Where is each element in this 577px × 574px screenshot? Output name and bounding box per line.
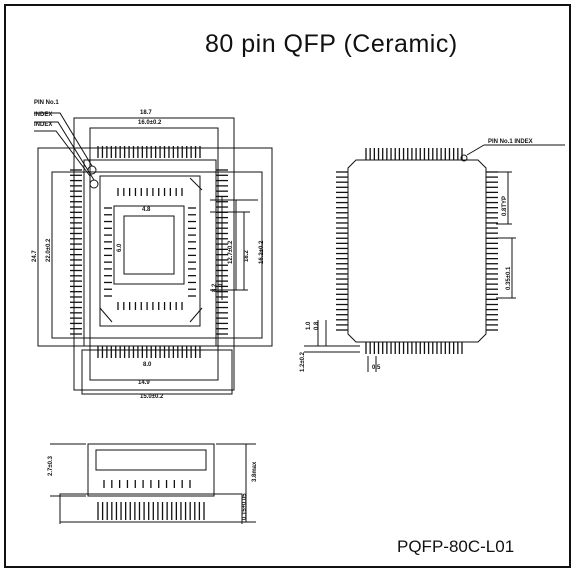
dim-bottom-c: 15.0±0.2 <box>140 394 164 400</box>
dim-frame-bottom <box>81 349 233 395</box>
dim-right-c: 16.2±0.2 <box>259 240 265 264</box>
dim-1-0: 1.0 <box>218 283 224 292</box>
package-body-right-view <box>347 159 487 343</box>
dim-frame-inner <box>51 171 263 339</box>
dim-lead-t: 0.5 <box>372 365 381 371</box>
dim-frame-vertical-inner <box>89 127 219 381</box>
side-view-cap <box>95 449 207 471</box>
dim-lead-side-a: 1.0 <box>306 321 312 330</box>
dim-cavity-w: 4.8 <box>142 207 151 213</box>
dim-lead-len: 1.2±0.2 <box>300 351 306 372</box>
package-code: PQFP-80C-L01 <box>397 537 515 556</box>
dim-pitch: 0.8TYP <box>502 196 508 216</box>
dim-left-outer: 24.7 <box>32 250 38 262</box>
pin1-index-mark <box>460 154 468 162</box>
dim-right-b: 18.2 <box>244 250 250 262</box>
package-inner-body <box>99 175 201 327</box>
dim-frame-outer <box>37 147 273 347</box>
dim-top-outer: 18.7 <box>140 110 152 116</box>
label-pin1-index-right: PIN No.1 INDEX <box>488 139 533 145</box>
drawing-frame <box>4 4 571 568</box>
dim-cavity-h: 6.0 <box>117 243 123 252</box>
top-view-leads <box>70 146 228 358</box>
index-circle-b <box>89 179 99 189</box>
side-view-leads <box>97 480 205 520</box>
dim-bottom-a: 8.0 <box>143 362 152 368</box>
side-view-body <box>87 443 215 497</box>
label-index-a: INDEX <box>34 112 52 118</box>
dim-side-h: 2.7±0.3 <box>48 455 54 476</box>
dim-top-inner: 16.0±0.2 <box>138 120 162 126</box>
drawing-title: 80 pin QFP (Ceramic) <box>205 30 458 58</box>
dim-8-2: 8.2 <box>212 283 218 292</box>
side-view-base <box>59 493 243 523</box>
dim-side-h2: 3.8max <box>252 461 258 482</box>
die-cavity-outer <box>113 205 185 285</box>
die-cavity <box>123 215 175 275</box>
package-body-top-view <box>83 159 217 347</box>
dim-bottom-b: 14.9 <box>138 380 150 386</box>
label-pin1-index: PIN No.1 <box>34 100 59 106</box>
dim-left-inner: 22.0±0.2 <box>46 238 52 262</box>
dim-right-a: 12.7±0.2 <box>228 240 234 264</box>
right-view-leads <box>336 148 498 354</box>
dim-lead-w: 0.35±0.1 <box>506 266 512 290</box>
dim-lead-side-b: 0.8 <box>314 321 320 330</box>
label-index-b: INDEX <box>34 122 52 128</box>
dim-side-lead: 0.15±0.05 <box>242 493 248 520</box>
